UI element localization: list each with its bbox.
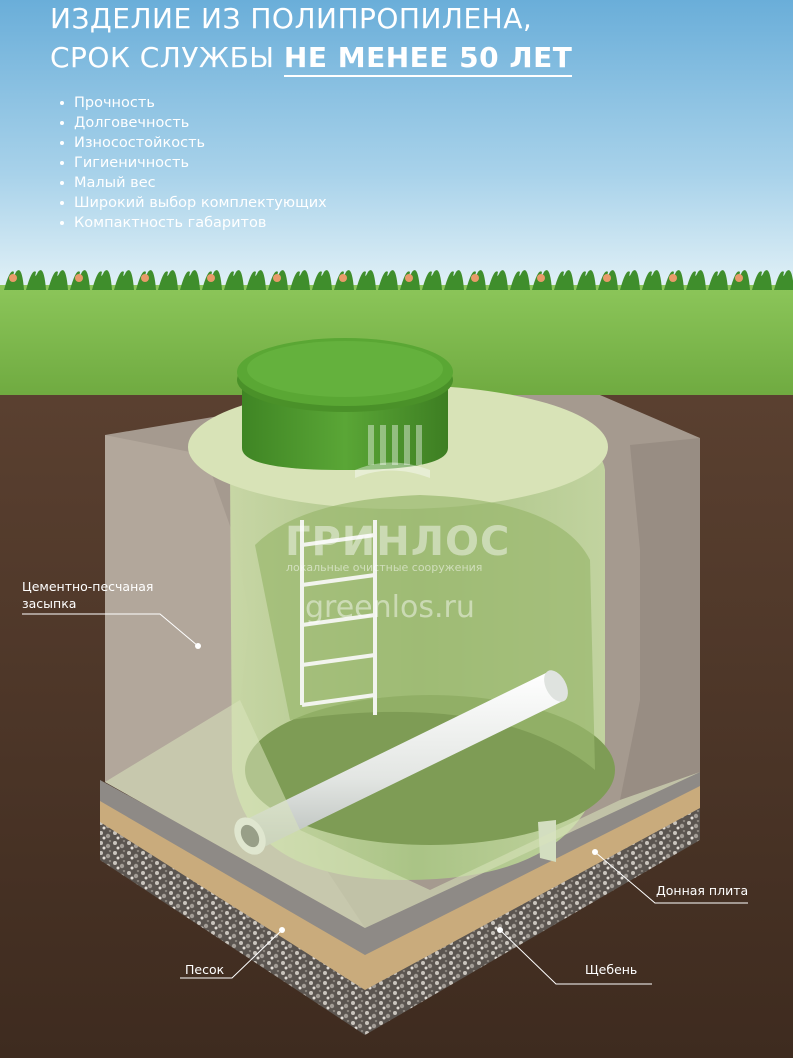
bush-leaf: [510, 270, 530, 290]
sand-leader: [180, 929, 283, 979]
sky: [0, 0, 793, 290]
bush-leaf: [686, 270, 706, 290]
bush-leaf: [92, 270, 112, 290]
bush-leaf: [752, 270, 772, 290]
backfill-right-face: [620, 438, 700, 800]
feature-item: Долговечность: [58, 113, 327, 133]
bush-leaf: [246, 270, 266, 290]
backfill-marker: [195, 643, 201, 649]
flower: [207, 274, 215, 282]
bush-leaf: [620, 270, 640, 290]
flower-row: [4, 270, 793, 290]
feature-item: Прочность: [58, 93, 327, 113]
watermark-brand: ГРИНЛОС: [285, 519, 511, 565]
backfill-label-line1: Цементно-песчаная: [22, 579, 154, 594]
features-list: Прочность Долговечность Износостойкость …: [58, 93, 327, 233]
feature-item: Гигиеничность: [58, 153, 327, 173]
sand-layer: [100, 785, 700, 990]
bush-leaf: [642, 270, 662, 290]
flower: [735, 274, 743, 282]
feature-item: Широкий выбор комплектующих: [58, 193, 327, 213]
bush-leaf: [224, 270, 244, 290]
bush-leaf: [180, 270, 200, 290]
gravel-marker: [497, 927, 503, 933]
backfill-label-line2: засыпка: [22, 596, 77, 611]
bush-leaf: [708, 270, 728, 290]
backfill-label: Цементно-песчаная засыпка: [22, 578, 153, 612]
tank-lid-top: [247, 341, 443, 397]
base-plate: [100, 770, 700, 955]
bush-leaf: [774, 270, 793, 290]
bush-leaf: [422, 270, 442, 290]
bush-leaf: [290, 270, 310, 290]
flower: [9, 274, 17, 282]
flower: [405, 274, 413, 282]
flower: [669, 274, 677, 282]
watermark-subtitle: локальные очистные сооружения: [286, 561, 483, 574]
bush-leaf: [26, 270, 46, 290]
flower: [75, 274, 83, 282]
bush-leaf: [488, 270, 508, 290]
feature-item: Износостойкость: [58, 133, 327, 153]
flower: [339, 274, 347, 282]
flower: [537, 274, 545, 282]
bush-leaf: [554, 270, 574, 290]
feature-item: Компактность габаритов: [58, 213, 327, 233]
watermark-logo-icon: [355, 425, 430, 478]
bush-leaf: [356, 270, 376, 290]
sand-marker: [279, 927, 285, 933]
flower: [273, 274, 281, 282]
headline-line-2: СРОК СЛУЖБЫ НЕ МЕНЕЕ 50 ЛЕТ: [50, 41, 573, 77]
backfill-leader: [22, 613, 199, 647]
ladder: [300, 520, 377, 715]
gravel-label: Щебень: [585, 962, 638, 977]
bush-leaf: [576, 270, 596, 290]
sand-label: Песок: [185, 962, 225, 977]
base-plate-leader: [594, 851, 748, 904]
headline-line-1: ИЗДЕЛИЕ ИЗ ПОЛИПРОПИЛЕНА,: [50, 2, 533, 35]
gravel-leader: [499, 929, 652, 985]
headline-prefix: СРОК СЛУЖБЫ: [50, 41, 284, 74]
feature-item: Малый вес: [58, 173, 327, 193]
bush-leaf: [48, 270, 68, 290]
bush-leaf: [312, 270, 332, 290]
headline-highlight: НЕ МЕНЕЕ 50 ЛЕТ: [283, 41, 573, 77]
bush-leaf: [158, 270, 178, 290]
bush-leaf: [444, 270, 464, 290]
flower: [141, 274, 149, 282]
base-plate-marker: [592, 849, 598, 855]
flower: [603, 274, 611, 282]
bush-leaf: [378, 270, 398, 290]
bush-leaf: [114, 270, 134, 290]
gravel-layer: [100, 800, 700, 1035]
watermark-url: greenlos.ru: [305, 590, 475, 625]
flower: [471, 274, 479, 282]
base-plate-label: Донная плита: [656, 883, 749, 898]
front-cut-plane: [105, 700, 700, 928]
